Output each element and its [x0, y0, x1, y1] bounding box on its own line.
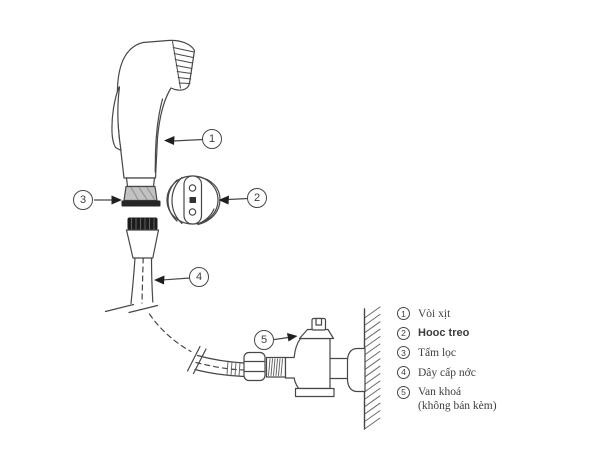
legend-item-valve: 5 Van khoá: [397, 382, 497, 402]
valve-illustration: [265, 317, 366, 398]
legend-num-3: 3: [397, 346, 410, 360]
sprayer-trigger: [111, 86, 122, 152]
arrowhead-5: [287, 333, 298, 342]
legend-label-valve: Van khoá: [418, 386, 462, 399]
hose-illustration: [104, 217, 266, 382]
parts-legend: 1 Vòi xịt 2 Hooc treo 3 Tấm lọc 4 Dây cấ…: [397, 304, 497, 412]
nozzle-ribs: [172, 41, 195, 89]
legend-label-hose: Dây cấp nớc: [418, 366, 476, 379]
hook-illustration: [166, 175, 221, 226]
callout-5-valve: 5: [254, 330, 274, 350]
callout-4-hose: 4: [189, 267, 209, 287]
arrowhead-4: [154, 275, 165, 285]
wall-hatching: [364, 306, 381, 430]
wall-flange: [346, 347, 366, 393]
callout-3-filter: 3: [73, 190, 93, 210]
legend-item-hook: 2 Hooc treo: [397, 324, 497, 344]
legend-label-hook: Hooc treo: [418, 327, 470, 340]
legend-num-2: 2: [397, 326, 410, 340]
legend-num-5: 5: [397, 385, 410, 399]
filter-illustration: [121, 185, 161, 207]
arrowhead-1: [164, 136, 175, 145]
legend-item-sprayer: 1 Vòi xịt: [397, 304, 497, 324]
legend-num-4: 4: [397, 366, 410, 380]
legend-label-sprayer: Vòi xịt: [418, 307, 451, 320]
sprayer-illustration: [111, 39, 196, 188]
callout-1-sprayer: 1: [202, 129, 222, 149]
arrowhead-3: [111, 195, 122, 205]
legend-item-hose: 4 Dây cấp nớc: [397, 363, 497, 383]
legend-note-not-included: (không bán kèm): [418, 399, 497, 412]
arrowhead-2: [218, 195, 229, 205]
legend-label-filter: Tấm lọc: [418, 346, 456, 359]
legend-item-filter: 3 Tấm lọc: [397, 343, 497, 363]
hose-hex-nut: [243, 351, 266, 382]
callout-arrows: [93, 136, 298, 342]
valve-bonnet: [298, 328, 335, 340]
legend-num-1: 1: [397, 307, 410, 321]
valve-body: [284, 337, 331, 390]
callout-2-hook: 2: [247, 188, 267, 208]
